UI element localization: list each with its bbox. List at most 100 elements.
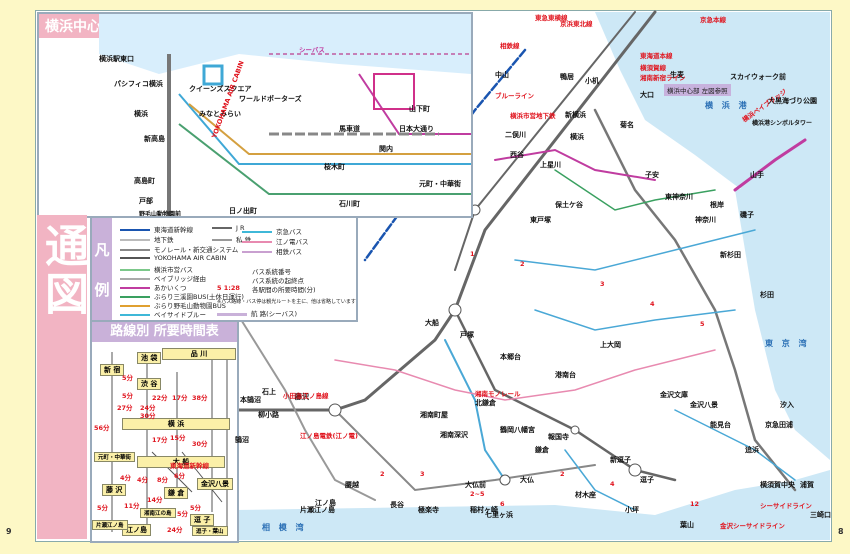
station-label: 港南台: [555, 371, 576, 379]
time-label: 12: [690, 500, 700, 508]
legend-item: ベイサイドブルー: [120, 309, 206, 319]
legend-item: 航 路(シーバス): [217, 308, 297, 318]
tt-time: 17分: [172, 394, 188, 402]
station-label: 追浜: [745, 446, 759, 454]
time-label: 2: [560, 470, 565, 478]
station-label: 汐入: [780, 401, 794, 409]
tt-time: 5分: [177, 510, 189, 518]
station-label: 七里ヶ浜: [485, 511, 513, 519]
station-label: 西谷: [510, 151, 524, 159]
tt-station: 横 浜: [122, 418, 230, 430]
station-label: 東戸塚: [530, 216, 551, 224]
inset-label: 馬車道: [339, 125, 360, 133]
line-label: 相鉄線: [500, 42, 520, 50]
inset-label: 山下町: [409, 105, 430, 113]
legend-item: ベイブリッジ経由: [120, 273, 206, 283]
tt-time: 38分: [192, 394, 208, 402]
station-label: 鵠沼: [235, 436, 249, 444]
station-label: 二俣川: [505, 131, 526, 139]
legend-item: バス系統番号: [252, 268, 291, 276]
station-label: 北鎌倉: [475, 399, 496, 407]
tt-station: 渋 谷: [137, 378, 162, 390]
inset-label: 高島町: [134, 177, 155, 185]
tt-time: 17分: [152, 436, 168, 444]
station-label: 子安: [645, 171, 659, 179]
station-label: 横浜: [570, 133, 584, 141]
station-label: 大口: [640, 91, 654, 99]
station-label: 柳小路: [258, 411, 279, 419]
page-number-left: 9: [6, 527, 12, 536]
map-badge[interactable]: 横浜中心部 左図参照: [664, 84, 731, 96]
legend-item: 東海道新幹線: [120, 224, 193, 234]
station-label: 稲村ヶ崎: [470, 506, 498, 514]
time-label: 3: [600, 280, 605, 288]
station-label: 鴨居: [560, 73, 574, 81]
station-label: 根岸: [710, 201, 724, 209]
tt-station: 逗 子: [190, 514, 215, 526]
tt-station: 池 袋: [137, 352, 162, 364]
station-label: 戸塚: [460, 331, 474, 339]
tt-time: 30分: [192, 440, 208, 448]
station-label: 湘南町屋: [420, 411, 448, 419]
station-label: 金沢八景: [690, 401, 718, 409]
tokyo-bay-north: [595, 12, 830, 220]
legend-item: 京急バス: [242, 226, 302, 236]
time-label: 6: [500, 500, 505, 508]
time-label: 4: [650, 300, 655, 308]
station-label: 神奈川: [695, 216, 716, 224]
station-label: 大仏: [520, 476, 534, 484]
line-label: 東急東横線: [535, 14, 568, 22]
inset-yokohama-center: 横浜中心部 横浜 みなとみらい 桜木町 関内 日本大通り 元町・中華街 山下町 …: [37, 12, 473, 218]
station-label: 生麦: [670, 71, 684, 79]
inset-label: みなとみらい: [199, 110, 241, 118]
tt-station: 品 川: [162, 348, 236, 360]
timetable-title: 路線別 所要時間表: [92, 322, 237, 342]
inset-label: 日ノ出町: [229, 207, 257, 215]
station-label: 上星川: [540, 161, 561, 169]
inset-label: 横浜駅東口: [99, 55, 134, 63]
tt-time: 5分: [122, 374, 134, 382]
time-label: 1: [470, 250, 475, 258]
legend-item: あかいくつ: [120, 282, 187, 292]
tt-time: 15分: [170, 434, 186, 442]
legend-note: ※バス路線・バス停は観光ルートを主に、他は省略しています: [217, 299, 356, 305]
legend-item: バス系統の起終点: [252, 277, 304, 285]
inset-label: シーバス: [299, 46, 325, 54]
station-label: 本郷台: [500, 353, 521, 361]
tt-time: 24分: [140, 404, 156, 412]
station-label: 片瀬江ノ島: [300, 506, 335, 514]
legend-tag-text: 凡例: [94, 241, 110, 299]
station-label: 大船: [425, 319, 439, 327]
station-label: 湘南深沢: [440, 431, 468, 439]
station-label: 新逗子: [610, 456, 631, 464]
legend-item: 各駅間の所要時間(分): [252, 286, 316, 294]
station-label: 本鵠沼: [240, 396, 261, 404]
tt-station: 片瀬江ノ島: [92, 520, 128, 530]
legend-item: ぶらり野毛山動物園BUS: [120, 300, 226, 310]
station-label: 上大岡: [600, 341, 621, 349]
tt-time: 27分: [117, 404, 133, 412]
station-label: 磯子: [740, 211, 754, 219]
tt-time: 5分: [122, 392, 134, 400]
line-label: 京急本線: [700, 16, 726, 24]
tt-time: 4分: [120, 474, 132, 482]
time-label: 2~5: [470, 490, 485, 498]
station-label: 浦賀: [800, 481, 814, 489]
time-label: 4: [610, 480, 615, 488]
station-label: 江ノ島: [315, 499, 336, 507]
station-label: 新横浜: [565, 111, 586, 119]
legend-sample-time: 5 1:28: [217, 284, 240, 292]
station-label: 三崎口: [810, 511, 831, 519]
station-label: 報国寺: [548, 433, 569, 441]
tokyo-bay: [735, 170, 830, 460]
tt-time: 5分: [190, 504, 202, 512]
map-badge: 大黒海づり公園: [768, 97, 817, 105]
legend-item: 横浜市営バス: [120, 264, 193, 274]
station-label: 葉山: [680, 521, 694, 529]
route-time-table: 路線別 所要時間表 池 袋 新 宿 渋 谷 品 川 横 浜 大 船 藤 沢 鎌 …: [90, 320, 239, 543]
tt-station: 江ノ島: [122, 524, 151, 536]
inset-label: パシフィコ横浜: [114, 80, 163, 88]
tt-station: 金沢八景: [197, 478, 233, 490]
inset-label: 戸部: [139, 197, 153, 205]
legend-item: YOKOHAMA AIR CABIN: [120, 254, 226, 262]
